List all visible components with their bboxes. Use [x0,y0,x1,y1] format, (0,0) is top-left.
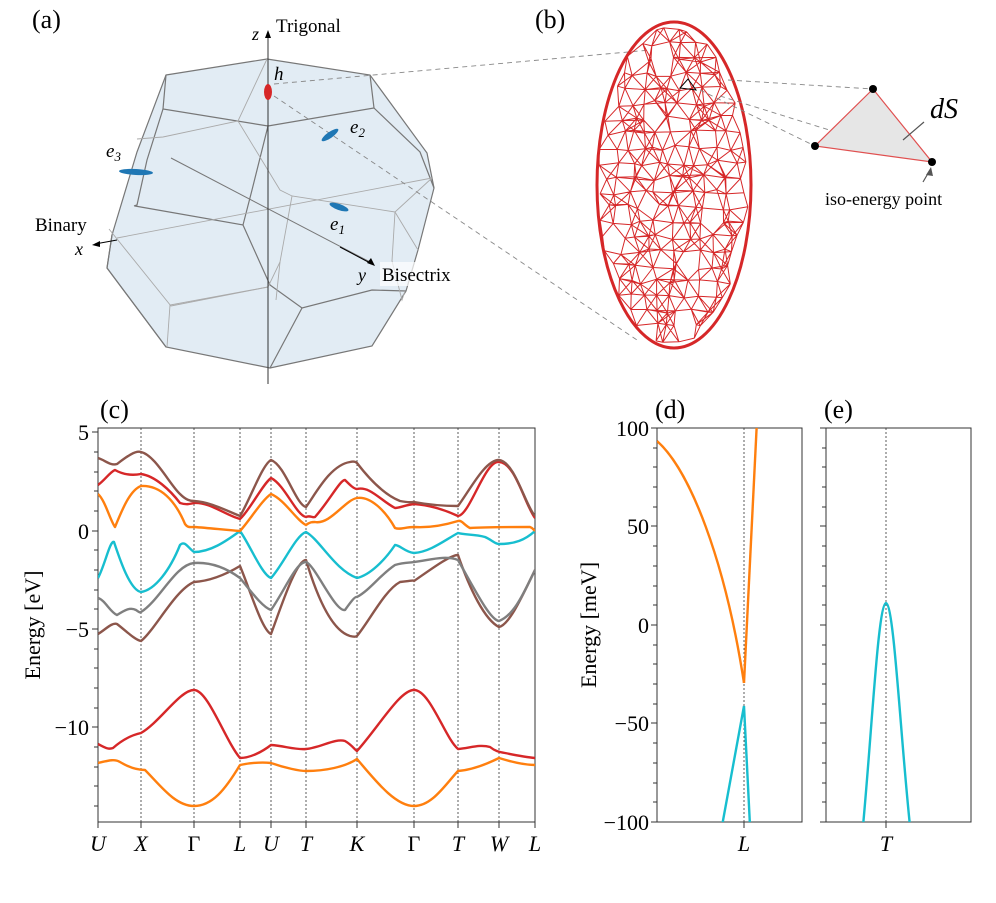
svg-text:Γ: Γ [408,831,421,856]
panel-a: (a) z Trigonal [32,5,651,384]
panel-d-label: (d) [655,395,685,424]
brillouin-zone-body [106,58,435,369]
y-axis-symbol: y [356,265,366,285]
pocket-label-h: h [274,64,284,85]
svg-text:W: W [490,831,510,856]
band-lines-c [98,450,535,808]
dS-label: dS [930,94,958,125]
projection-line-top [273,49,651,85]
y-ticks-c [92,431,98,807]
svg-text:−10: −10 [55,715,89,740]
iso-energy-label: iso-energy point [825,189,942,209]
y-axis-label-d: Energy [meV] [576,562,601,688]
y-tick-labels-d: 100 50 0 −50 −100 [604,416,649,835]
y-axis-name: Bisectrix [382,265,451,286]
vertex-point [869,85,877,93]
y-axis-label-c: Energy [eV] [20,571,45,680]
vertex-point [811,142,819,150]
plot-frame-d [656,427,803,823]
svg-text:T: T [452,831,466,856]
panel-a-label: (a) [32,5,61,34]
annotation-arrow-icon [926,167,933,176]
mesh-element-marker [678,78,698,91]
svg-text:−50: −50 [615,711,649,736]
x-axis-symbol: x [74,239,83,259]
surface-element-triangle [813,88,934,163]
svg-text:X: X [133,831,149,856]
band-lines-d [657,428,758,822]
svg-text:−100: −100 [604,810,649,835]
panel-d: (d) 100 50 0 −50 −100 Energy [meV] L [576,395,803,856]
svg-text:−5: −5 [66,617,89,642]
pocket-label-e2: e2 [350,117,365,140]
electron-pocket-e2 [321,128,339,142]
svg-text:5: 5 [78,420,89,445]
panel-e-label: (e) [824,395,853,424]
svg-text:0: 0 [78,519,89,544]
svg-text:K: K [349,831,366,856]
z-axis-arrow-icon [265,30,271,38]
svg-text:U: U [90,831,108,856]
vertex-point [928,158,936,166]
svg-text:U: U [263,831,281,856]
svg-text:0: 0 [638,613,649,638]
y-axis-arrow-icon [367,258,375,266]
x-tick-label-T: T [880,831,894,856]
y-tick-labels-c: 5 0 −5 −10 [55,420,89,740]
x-axis-arrow-icon [92,241,100,247]
svg-text:50: 50 [627,514,649,539]
fermi-surface-mesh [595,20,753,350]
svg-text:Γ: Γ [188,831,201,856]
z-axis-symbol: z [251,24,259,44]
panel-b-label: (b) [535,5,565,34]
panel-c-label: (c) [100,395,129,424]
svg-text:T: T [300,831,314,856]
x-tick-label-L: L [737,831,750,856]
electron-pocket-e3 [119,168,153,176]
plot-frame-c [97,427,536,823]
projection-line-bottom [273,95,641,343]
y-axis-line [170,157,371,263]
z-axis-name: Trigonal [276,16,341,37]
panel-e: (e) T [820,395,972,856]
svg-text:L: L [528,831,541,856]
pocket-label-e3: e3 [106,141,121,164]
svg-text:100: 100 [616,416,649,441]
svg-text:L: L [233,831,246,856]
electron-pocket-e1 [329,202,349,212]
y-ticks-d [651,427,657,823]
y-ticks-e [820,427,826,823]
pocket-label-e1: e1 [330,214,345,237]
hole-pocket-h [264,84,272,100]
panel-b: (b) dS iso-energy point [535,5,958,350]
x-axis-name: Binary [35,215,87,236]
plot-frame-e [825,427,972,823]
panel-c: (c) 5 0 − [20,395,541,856]
x-tick-labels-c: U X Γ L U T K Γ T W L [90,831,541,856]
band-lines-e [862,601,911,822]
